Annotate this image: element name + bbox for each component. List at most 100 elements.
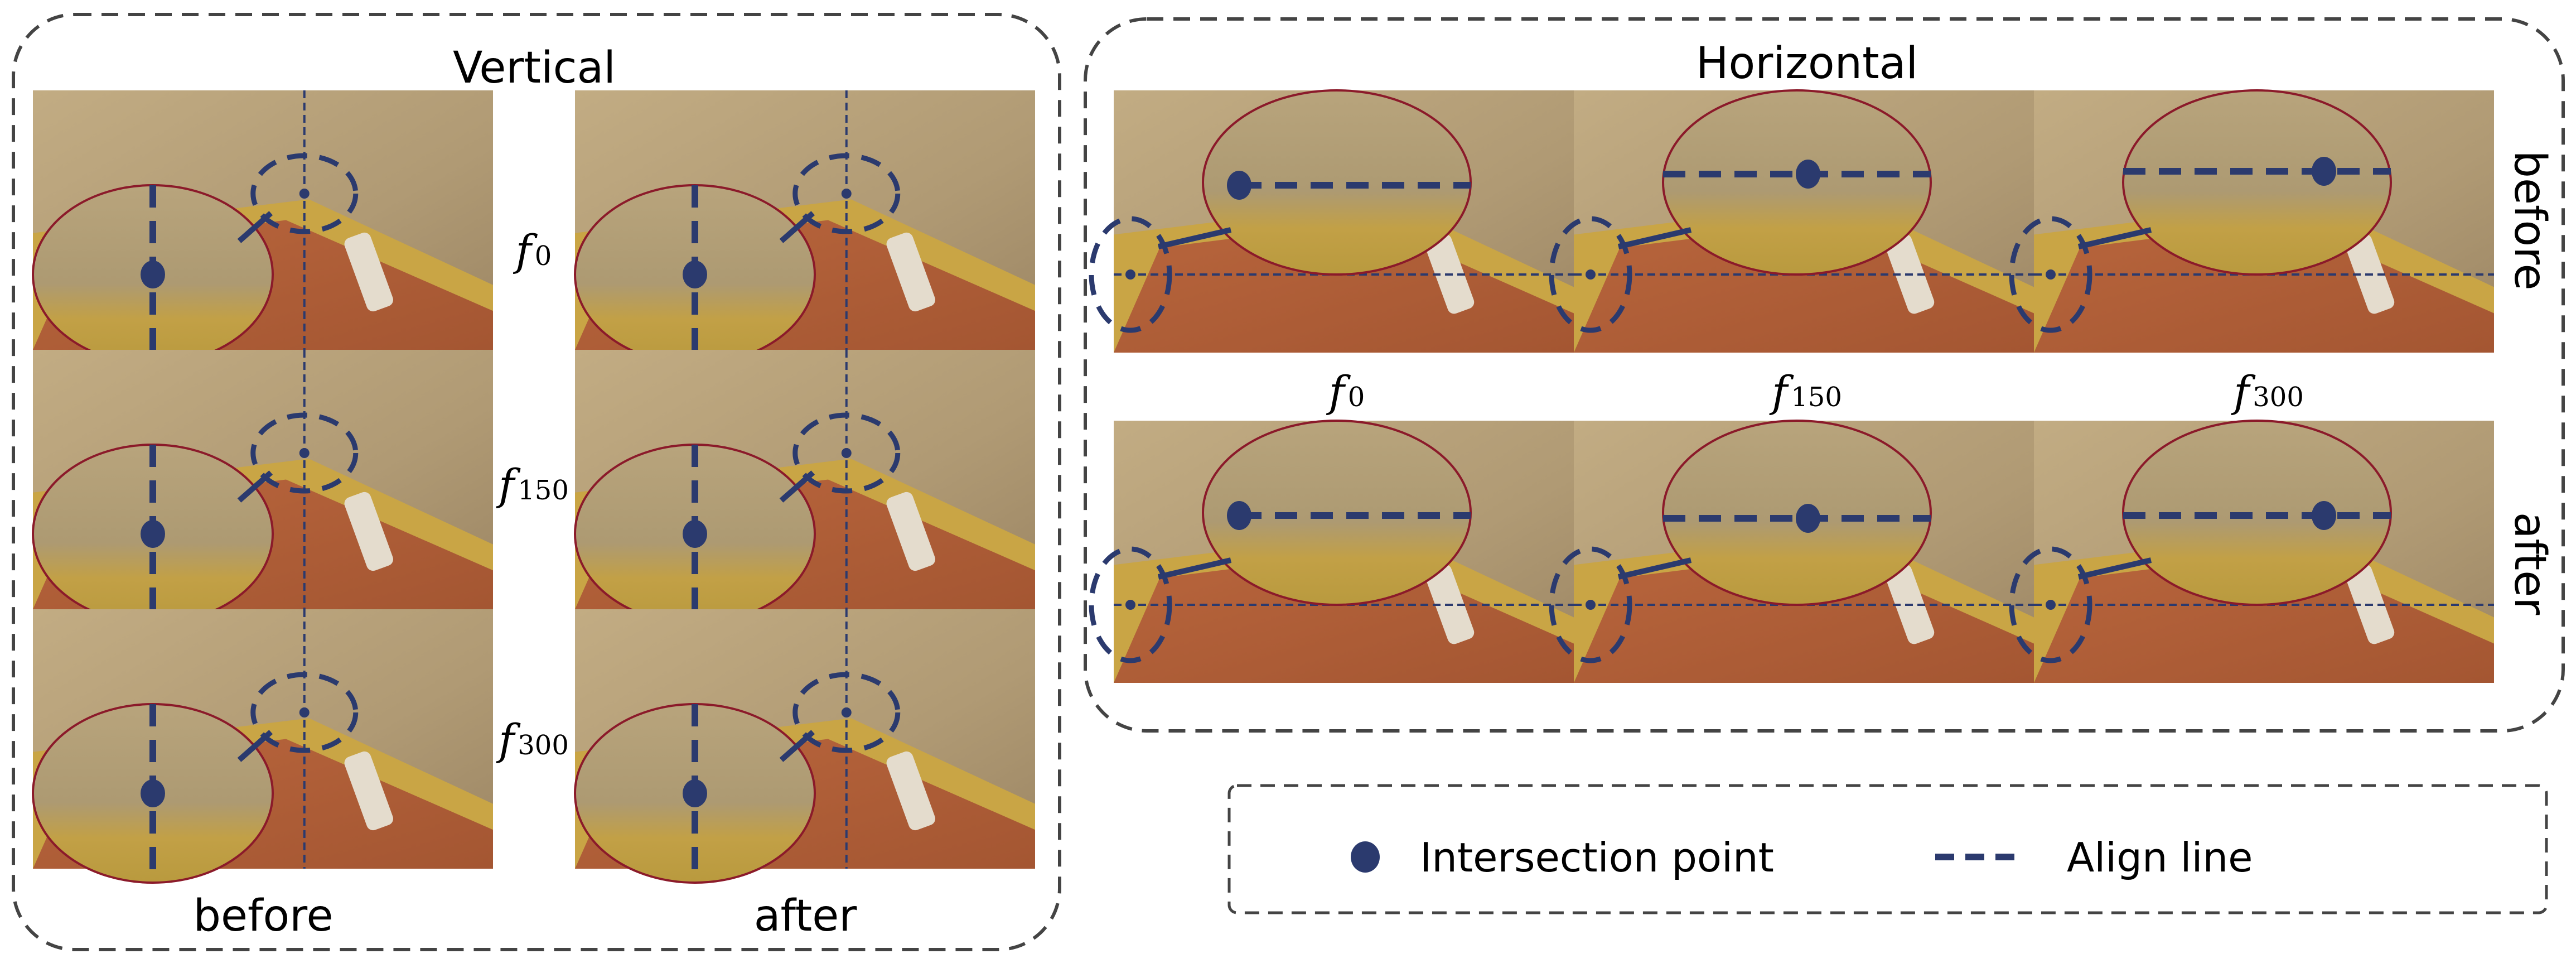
intersection-point <box>683 261 707 288</box>
video-frame-h01 <box>1549 89 2034 353</box>
arrow-icon <box>1157 557 1232 580</box>
arrow-icon <box>1617 227 1692 249</box>
horizontal-photo-grid <box>1089 89 2494 683</box>
dashed-circle <box>1089 216 1172 333</box>
intersection-point <box>683 779 707 807</box>
lint-roller <box>344 232 393 312</box>
vertical-title: Vertical <box>453 43 616 93</box>
arrow-icon <box>237 211 273 243</box>
frame-index: 300 <box>2253 382 2304 413</box>
cloth <box>2034 552 2494 683</box>
video-frame-h10 <box>1089 420 1574 683</box>
legend-intersection-label: Intersection point <box>1420 834 1774 881</box>
cloth <box>1114 221 1574 353</box>
arrow-icon <box>2077 557 2152 580</box>
intersection-point <box>1227 501 1251 530</box>
horizontal-panel-border <box>1084 17 2565 733</box>
dashed-circle <box>2009 216 2092 333</box>
arrow-icon <box>2077 227 2152 249</box>
video-frame-v01 <box>32 350 493 624</box>
arrow-icon <box>1617 557 1692 580</box>
intersection-point-legend-marker <box>1351 841 1380 873</box>
intersection-point <box>141 520 165 548</box>
intersection-point <box>841 189 852 199</box>
vertical-panel-border <box>12 13 1061 951</box>
dashed-circle <box>250 672 359 753</box>
intersection-point <box>683 520 707 548</box>
dashed-circle <box>1089 546 1172 663</box>
arrow-icon <box>1157 227 1232 249</box>
intersection-point <box>299 707 310 717</box>
video-frame-h12 <box>2009 420 2494 683</box>
dashed-circle <box>2009 546 2092 663</box>
dashed-circle <box>1549 546 1632 663</box>
vertical-before-label: before <box>193 891 333 941</box>
cloth <box>1574 221 2034 353</box>
video-frame-h02 <box>2009 89 2494 353</box>
arrow-icon <box>237 470 273 503</box>
intersection-point <box>299 189 310 199</box>
frame-index: 0 <box>535 240 552 272</box>
legend-box <box>1227 784 2548 914</box>
dashed-circle <box>250 412 359 494</box>
dashed-circle <box>792 412 901 494</box>
video-frame-v11 <box>574 350 1035 624</box>
arrow-icon <box>779 730 815 762</box>
zoom-ellipse <box>2122 89 2392 276</box>
video-frame-h00 <box>1089 89 1574 353</box>
cloth <box>1574 552 2034 683</box>
intersection-point <box>141 261 165 288</box>
arrow-icon <box>779 211 815 243</box>
lint-roller <box>886 232 935 312</box>
vertical-photo-grid <box>32 90 1035 884</box>
lint-roller <box>344 492 393 571</box>
dashed-circle <box>792 672 901 753</box>
zoom-ellipse <box>1662 89 1932 276</box>
intersection-point <box>2046 269 2056 280</box>
horizontal-before-label: before <box>2505 150 2555 290</box>
intersection-point <box>1227 171 1251 200</box>
dashed-circle <box>1549 216 1632 333</box>
video-frame-v10 <box>574 90 1035 365</box>
video-frame-h11 <box>1549 420 2034 683</box>
intersection-point <box>2312 157 2336 186</box>
horizontal-after-label: after <box>2505 512 2555 615</box>
intersection-point <box>299 448 310 458</box>
frame-content <box>1114 421 1574 683</box>
dashed-circle <box>792 153 901 234</box>
intersection-point <box>841 448 852 458</box>
frame-content <box>2034 90 2494 353</box>
lint-roller <box>344 751 393 831</box>
intersection-point <box>1586 269 1596 280</box>
cloth <box>1114 552 1574 683</box>
frame-index: 300 <box>518 730 569 761</box>
video-frame-v12 <box>574 609 1035 884</box>
arrow-icon <box>779 470 815 503</box>
intersection-point <box>1586 600 1596 610</box>
cloth <box>2034 221 2494 353</box>
intersection-point <box>2312 501 2336 530</box>
lint-roller <box>886 751 935 831</box>
video-frame-v00 <box>32 90 493 365</box>
horizontal-title: Horizontal <box>1696 38 1918 89</box>
frame-index: 150 <box>1791 382 1842 413</box>
lint-roller <box>886 492 935 571</box>
intersection-point <box>2046 600 2056 610</box>
intersection-point <box>141 779 165 807</box>
intersection-point <box>1125 269 1135 280</box>
vertical-after-label: after <box>754 891 857 941</box>
frame-index: 0 <box>1348 382 1365 413</box>
intersection-point <box>1796 504 1820 533</box>
legend-align-label: Align line <box>2067 834 2253 881</box>
frame-index: 150 <box>518 475 569 506</box>
intersection-point <box>1125 600 1135 610</box>
